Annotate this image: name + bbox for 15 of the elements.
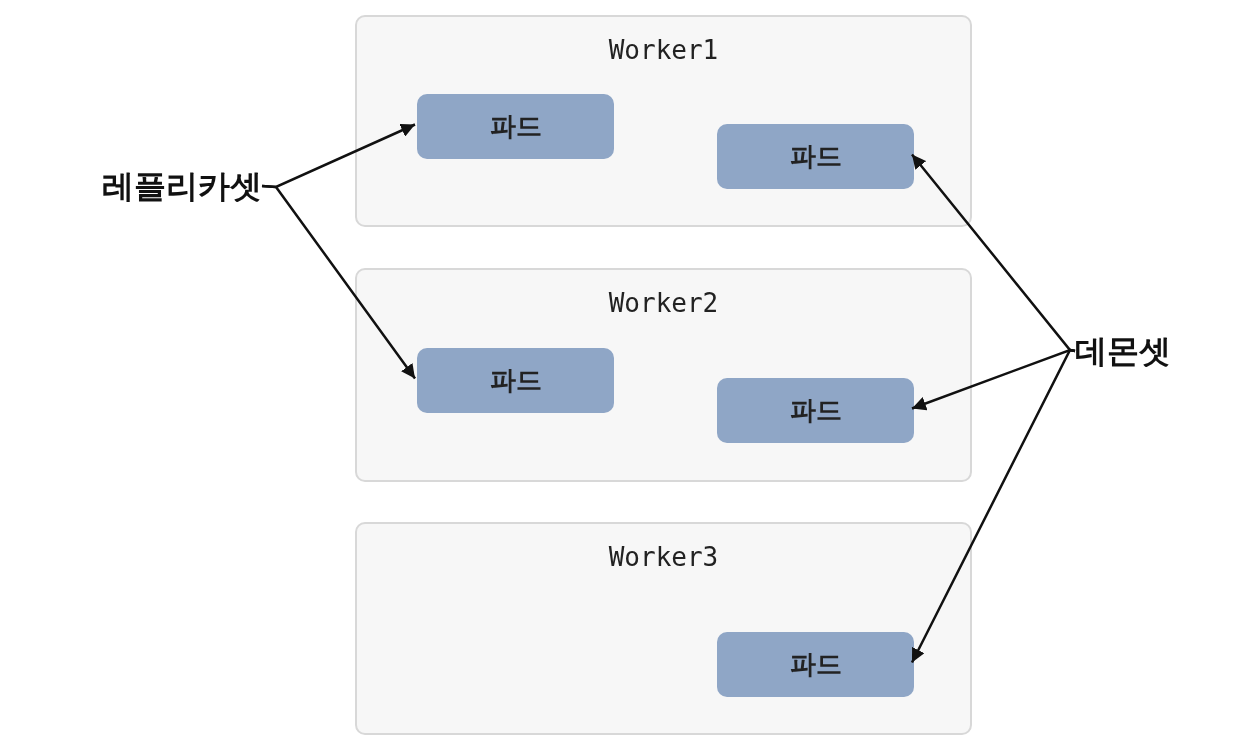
arrow [261, 184, 416, 380]
worker-box [355, 268, 972, 482]
worker-box [355, 522, 972, 735]
arrow [910, 348, 1076, 664]
worker-label: Worker3 [608, 542, 719, 572]
worker-label: Worker2 [608, 288, 719, 318]
worker-label: Worker1 [608, 35, 719, 65]
controller-label: 레플리카셋 [102, 165, 262, 207]
worker-box [355, 15, 972, 227]
controller-label: 데몬셋 [1075, 330, 1171, 372]
pod-box: 파드 [717, 632, 914, 697]
pod-box: 파드 [417, 94, 614, 159]
pod-box: 파드 [417, 348, 614, 413]
pod-box: 파드 [717, 378, 914, 443]
pod-box: 파드 [717, 124, 914, 189]
